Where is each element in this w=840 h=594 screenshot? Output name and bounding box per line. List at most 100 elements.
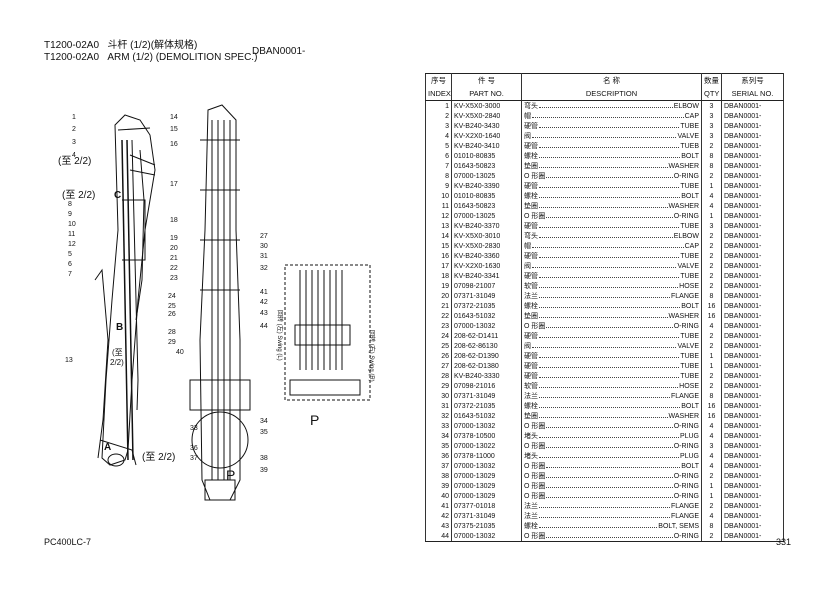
leader-dots [532,111,684,118]
description-cn: 螺栓 [524,523,538,530]
cell-serial: DBAN0001- [721,411,784,421]
description-cn: 法兰 [524,503,538,510]
leader-dots [532,241,684,248]
cell-serial: DBAN0001- [721,461,784,471]
leader-dots [546,321,673,328]
arm-assembly-middle [189,104,251,501]
cell-qty: 1 [701,181,722,191]
header-index-cn: 序号 [425,73,452,87]
cell-index: 8 [425,171,452,181]
cell-index: 13 [425,221,452,231]
svg-text:C: C [114,190,121,201]
svg-text:5: 5 [68,251,72,258]
description-en: O-RING [673,443,699,450]
cell-index: 11 [425,201,452,211]
svg-text:2/2): 2/2) [110,358,124,367]
cell-index: 10 [425,191,452,201]
svg-text:A: A [104,442,111,453]
svg-text:22: 22 [170,265,178,272]
svg-text:25: 25 [168,303,176,310]
cell-qty: 8 [701,521,722,531]
description-en: TUBE [680,353,699,360]
description-cn: 硬管 [524,183,538,190]
description-cn: O 形圈 [524,213,546,220]
cell-part-no: KV-X2X0-1640 [451,131,522,141]
description-en: WASHER [668,163,699,170]
cell-serial: DBAN0001- [721,421,784,431]
svg-text:41: 41 [260,289,268,296]
description-cn: 阀 [524,133,531,140]
cell-qty: 4 [701,511,722,521]
svg-text:33: 33 [190,425,198,432]
description-cn: 阀 [524,343,531,350]
description-cn: 硬管 [524,333,538,340]
cell-part-no: 07098-21016 [451,381,522,391]
leader-dots [539,251,680,258]
cell-part-no: 07000-13032 [451,321,522,331]
svg-text:6: 6 [68,261,72,268]
description-en: TUBE [680,273,699,280]
cell-index: 18 [425,271,452,281]
cell-index: 32 [425,411,452,421]
cell-part-no: 07000-13025 [451,211,522,221]
description-en: WASHER [668,413,699,420]
cell-serial: DBAN0001- [721,331,784,341]
svg-text:27: 27 [260,233,268,240]
cell-qty: 4 [701,421,722,431]
description-cn: O 形圈 [524,533,546,540]
cell-serial: DBAN0001- [721,511,784,521]
description-cn: 螺栓 [524,193,538,200]
header-serial-en: SERIAL NO. [721,87,784,101]
cell-part-no: 07000-13029 [451,491,522,501]
cell-qty: 8 [701,151,722,161]
cell-qty: 2 [701,341,722,351]
leader-dots [539,381,679,388]
cell-serial: DBAN0001- [721,371,784,381]
cell-part-no: KV-B240-3410 [451,141,522,151]
svg-text:9: 9 [68,211,72,218]
cell-part-no: KV-X5X0-3000 [451,100,522,111]
cell-qty: 2 [701,331,722,341]
svg-text:回转 (右) Swing (R): 回转 (右) Swing (R) [368,330,376,382]
cell-index: 17 [425,261,452,271]
description-cn: 硬管 [524,373,538,380]
cell-serial: DBAN0001- [721,251,784,261]
detail-p-view [284,264,371,401]
svg-text:44: 44 [260,323,268,330]
cell-index: 22 [425,311,452,321]
cell-index: 2 [425,111,452,121]
description-en: O-RING [673,213,699,220]
title-line-cn: T1200-02A0 斗杆 (1/2)(解体规格) [44,40,197,52]
cell-part-no: 07000-13032 [451,461,522,471]
description-en: BOLT [681,193,699,200]
leader-dots [539,191,681,198]
cell-index: 25 [425,341,452,351]
description-cn: 堵头 [524,453,538,460]
cell-part-no: 07000-13029 [451,471,522,481]
cell-index: 16 [425,251,452,261]
cell-index: 29 [425,381,452,391]
cell-serial: DBAN0001- [721,201,784,211]
description-cn: 硬管 [524,353,538,360]
description-en: O-RING [673,423,699,430]
description-en: TUBE [680,183,699,190]
description-en: BOLT [681,403,699,410]
leader-dots [546,421,673,428]
svg-text:28: 28 [168,329,176,336]
description-en: O-RING [673,483,699,490]
cell-qty: 2 [701,531,722,542]
